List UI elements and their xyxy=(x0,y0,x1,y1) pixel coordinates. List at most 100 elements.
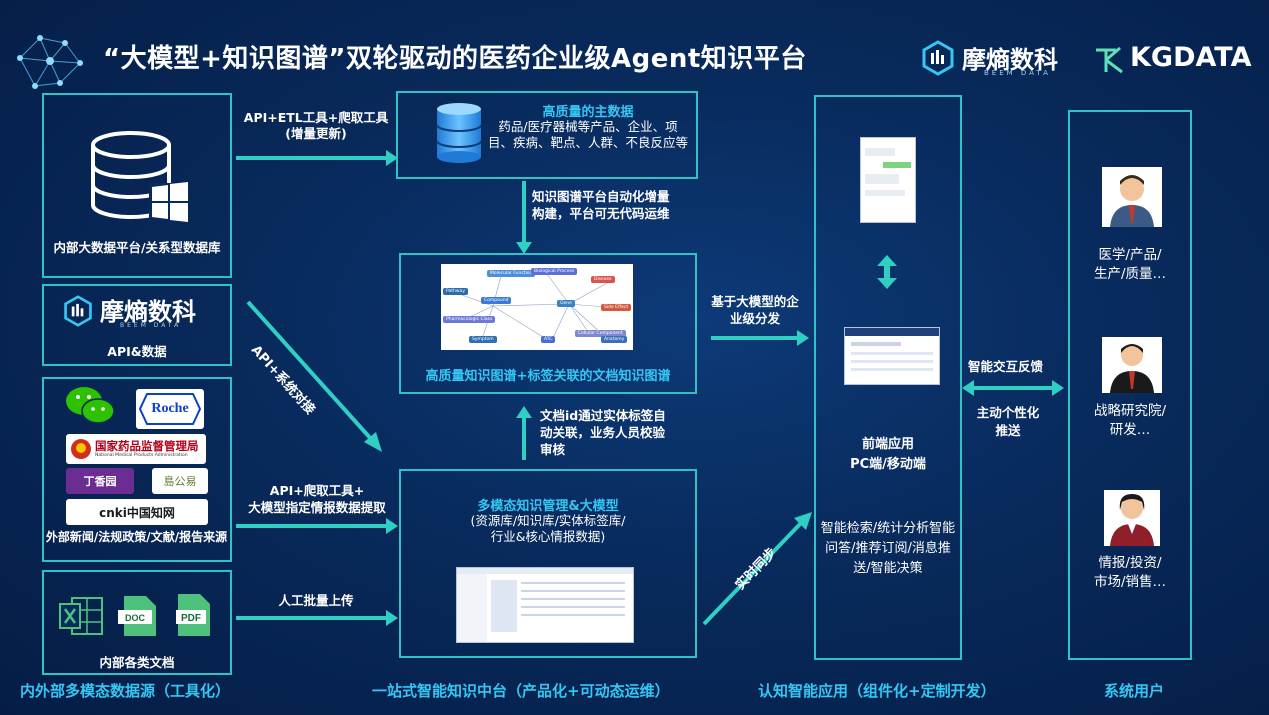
frontend-label: 前端应用 PC端/移动端 xyxy=(850,437,926,472)
pdf-icon: PDF xyxy=(176,594,210,636)
flow-push-label: 主动个性化 推送 xyxy=(976,405,1040,438)
kg-node: Pathway xyxy=(443,288,468,295)
flow-api-crawl-label: API+爬取工具+ 大模型指定情报数据提取 xyxy=(248,483,386,515)
dxy-logo: 丁香园 xyxy=(66,468,134,494)
app-features-label: 智能检索/统计分析智能问答/推荐订阅/消息推送/智能决策 xyxy=(820,521,956,576)
mochi-logo-icon xyxy=(64,295,92,327)
nmpa-text: 国家药品监督管理局 xyxy=(95,438,199,453)
master-data-desc: 药品/医疗器械等产品、企业、项目、疾病、靶点、人群、不良反应等 xyxy=(487,119,688,150)
flow-doc-link-label: 文档id通过实体标签自 动关联，业务人员校验 审核 xyxy=(540,408,666,457)
user-icon-3 xyxy=(1110,494,1154,546)
excel-icon xyxy=(59,597,103,635)
app-box: 前端应用 PC端/移动端 智能检索/统计分析智能问答/推荐订阅/消息推送/智能决… xyxy=(814,95,962,660)
app-section-label: 认知智能应用（组件化+定制开发） xyxy=(758,682,996,700)
arrow-llm-dist xyxy=(711,336,799,340)
platform-section-label: 一站式智能知识中台（产品化+可动态运维） xyxy=(372,682,670,700)
kg-node: Biological Process xyxy=(531,268,578,275)
flow-feedback-label: 智能交互反馈 xyxy=(968,359,1044,374)
kg-node: Molecular Function xyxy=(487,270,536,277)
mobile-app-screenshot xyxy=(860,137,916,223)
internal-db-box: 内部大数据平台/关系型数据库 xyxy=(42,93,232,278)
knowledge-graph-title: 高质量知识图谱+标签关联的文档知识图谱 xyxy=(425,369,671,384)
users-box: 医学/产品/ 生产/质量… 战略研究院/ 研发… 情报/投资/ 市场/销售… xyxy=(1068,110,1192,660)
arrow-feedback xyxy=(972,386,1054,390)
database-icon xyxy=(91,131,189,222)
arrow-manual-upload-head xyxy=(386,610,398,626)
arrow-api-etl xyxy=(236,156,388,160)
kg-node: Side Effect xyxy=(601,304,632,311)
pc-app-screenshot xyxy=(844,327,940,385)
external-sources-box: Roche 国家药品监督管理局 National Medical Product… xyxy=(42,377,232,562)
mochi-logo-icon xyxy=(922,40,954,76)
dxy-text: 丁香园 xyxy=(83,475,117,488)
internal-docs-label: 内部各类文档 xyxy=(99,655,175,670)
arrow-api-system xyxy=(246,300,382,452)
kg-node: Disease xyxy=(591,276,615,283)
user-avatar-1 xyxy=(1102,167,1162,227)
roche-logo: Roche xyxy=(136,389,204,429)
users-section-label: 系统用户 xyxy=(1104,682,1165,700)
roche-text: Roche xyxy=(151,401,189,416)
roche-hexagon-icon xyxy=(139,393,201,425)
mochi-logo-subtext: BEEM DATA xyxy=(984,69,1051,77)
kgdata-logo-text: KGDATA xyxy=(1130,42,1252,73)
kg-node: Pharmacologic Class xyxy=(443,316,496,323)
arrow-llm-dist-head xyxy=(797,330,809,346)
user-group-3-label: 情报/投资/ 市场/销售… xyxy=(1093,555,1167,590)
cnki-logo: cnki中国知网 xyxy=(66,499,208,525)
mochi-sub-text: BEEM DATA xyxy=(120,322,182,329)
user-avatar-2 xyxy=(1102,337,1162,393)
kg-node: ATC xyxy=(541,336,556,343)
external-sources-label: 外部新闻/法规政策/文献/报告来源 xyxy=(45,530,228,544)
cnki-text: cnki中国知网 xyxy=(99,505,175,520)
doc-icon: DOC xyxy=(118,596,156,636)
flow-kg-auto-label: 知识图谱平台自动化增量 构建，平台可无代码运维 xyxy=(532,189,670,221)
kgdata-logo-icon xyxy=(1096,46,1123,74)
multimodal-desc: (资源库/知识库/实体标签库/ 行业&核心情报数据) xyxy=(470,513,626,544)
arrow-doc-link-head xyxy=(516,406,532,418)
user-icon-2 xyxy=(1110,344,1154,393)
flow-llm-dist-label: 基于大模型的企 业级分发 xyxy=(711,294,799,326)
mochi-logo: 摩熵数科 BEEM DATA xyxy=(920,38,1080,84)
arrow-feedback-left-head xyxy=(962,380,974,396)
user-icon-1 xyxy=(1110,175,1154,227)
yaozh-text: 島公易 xyxy=(163,475,197,488)
arrow-api-crawl-head xyxy=(386,518,398,534)
knowledge-management-screenshot xyxy=(456,567,634,643)
internal-db-label: 内部大数据平台/关系型数据库 xyxy=(53,240,221,255)
kg-node: Anatomy xyxy=(601,336,628,343)
kg-node: Cellular Component xyxy=(575,330,626,337)
arrow-kg-auto-head xyxy=(516,242,532,254)
arrow-realtime-sync xyxy=(702,512,812,626)
arrow-api-crawl xyxy=(236,524,388,528)
sources-section-label: 内外部多模态数据源（工具化） xyxy=(20,682,231,700)
svg-text:DOC: DOC xyxy=(125,613,146,623)
arrow-doc-link xyxy=(522,418,526,460)
flow-manual-upload-label: 人工批量上传 xyxy=(278,593,354,608)
flow-api-etl-label: API+ETL工具+爬取工具 (增量更新) xyxy=(243,110,389,141)
mochi-logo-text: 摩熵数科 xyxy=(962,46,1058,74)
arrow-kg-auto xyxy=(522,181,526,245)
internal-docs-box: DOC PDF 内部各类文档 xyxy=(42,570,232,675)
mochi-api-box: 摩熵数科 BEEM DATA API&数据 xyxy=(42,284,232,366)
arrow-api-etl-head xyxy=(386,150,398,166)
svg-text:PDF: PDF xyxy=(181,613,201,624)
database-stack-icon xyxy=(436,103,482,163)
nmpa-logo: 国家药品监督管理局 National Medical Products Admi… xyxy=(66,434,206,464)
master-data-title: 高质量的主数据 xyxy=(542,105,634,120)
user-group-1-label: 医学/产品/ 生产/质量… xyxy=(1093,247,1167,282)
kg-node: Compound xyxy=(481,297,512,304)
mochi-api-label: API&数据 xyxy=(107,344,167,359)
arrow-manual-upload xyxy=(236,616,388,620)
mochi-name-text: 摩熵数科 xyxy=(100,298,196,326)
master-data-box: 高质量的主数据 药品/医疗器械等产品、企业、项目、疾病、靶点、人群、不良反应等 xyxy=(396,91,698,179)
multimodal-box: 多模态知识管理&大模型 (资源库/知识库/实体标签库/ 行业&核心情报数据) xyxy=(399,469,697,658)
yaozh-logo: 島公易 xyxy=(152,468,208,494)
user-group-2-label: 战略研究院/ 研发… xyxy=(1093,403,1167,438)
wechat-icon xyxy=(66,387,115,424)
page-title: “大模型+知识图谱”双轮驱动的医药企业级Agent知识平台 xyxy=(103,44,807,74)
arrow-feedback-right-head xyxy=(1052,380,1064,396)
multimodal-title: 多模态知识管理&大模型 xyxy=(477,499,619,514)
